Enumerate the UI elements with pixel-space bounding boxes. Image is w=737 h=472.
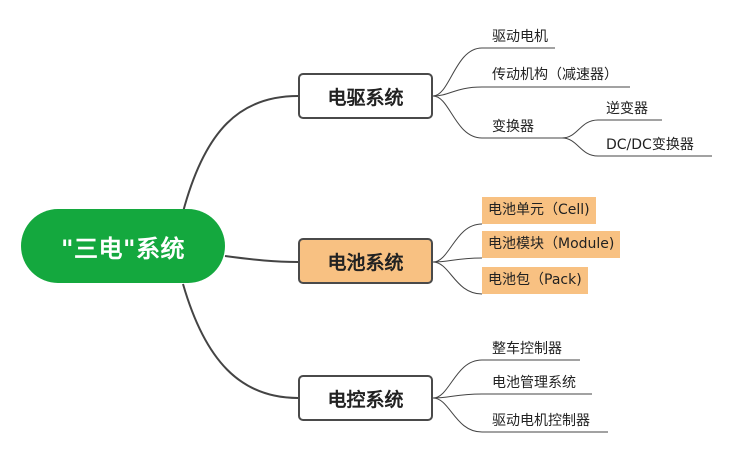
connector-drive-to-transmission [432,86,630,97]
connector-root-to-control [182,283,299,399]
connector-drive-to-motor [432,47,555,97]
connector-drive-to-converter [432,95,562,139]
connector-control-to-mcu [432,397,608,433]
connector-control-to-bms [432,393,592,399]
leaf-inverter: 逆变器 [606,101,648,117]
leaf-battery-management-system: 电池管理系统 [492,375,576,391]
branch-control-system: 电控系统 [298,375,433,421]
leaf-drive-motor: 驱动电机 [492,29,548,45]
leaf-dcdc-converter: DC/DC变换器 [606,137,694,153]
connector-control-to-vcu [432,359,580,399]
connector-battery-to-pack [432,261,483,295]
leaf-transmission: 传动机构（减速器） [492,67,618,83]
leaf-motor-controller: 驱动电机控制器 [492,413,590,429]
root-node: "三电"系统 [21,209,225,283]
connector-root-to-battery [224,255,299,263]
connector-root-to-drive [182,95,299,213]
leaf-battery-module: 电池模块（Module) [482,231,621,258]
leaf-converter: 变换器 [492,119,534,135]
connector-battery-to-module [432,257,483,263]
branch-drive-system: 电驱系统 [298,73,433,119]
connector-battery-to-cell [432,223,483,263]
connector-converter-to-inverter [561,119,662,139]
connector-converter-to-dcdc [561,137,712,157]
branch-battery-system: 电池系统 [298,238,433,284]
leaf-battery-pack: 电池包（Pack) [482,267,588,294]
leaf-vehicle-controller: 整车控制器 [492,341,562,357]
leaf-battery-cell: 电池单元（Cell) [482,197,596,224]
